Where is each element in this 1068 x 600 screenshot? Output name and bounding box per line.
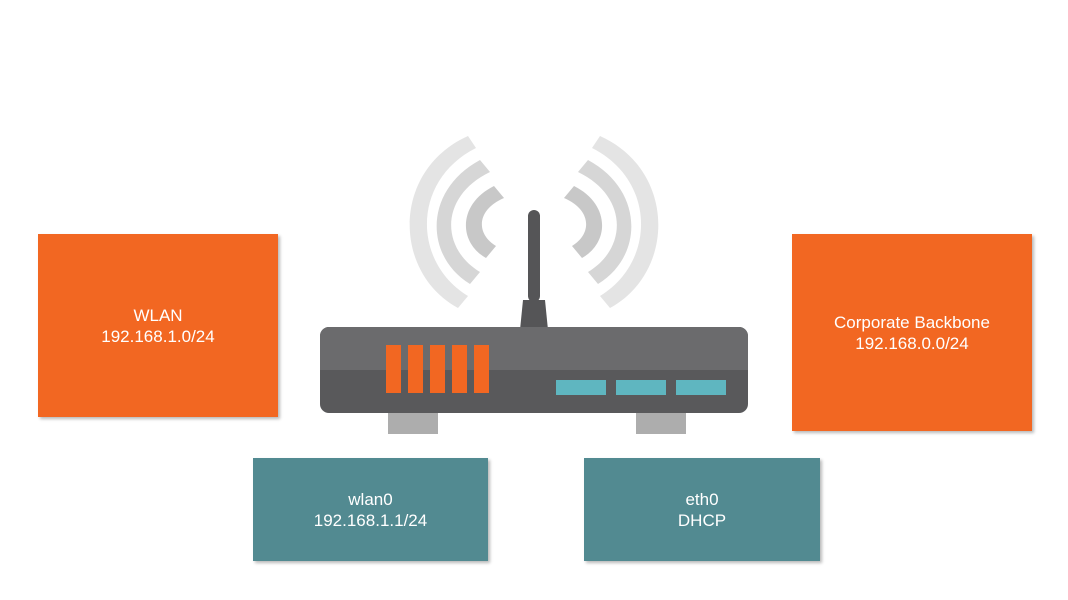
- router-body: [320, 327, 748, 413]
- router-leds: [386, 345, 489, 393]
- eth0-interface-address: DHCP: [677, 510, 727, 530]
- wifi-signal-left-icon: [409, 136, 504, 308]
- eth0-interface-name: eth0: [685, 489, 719, 509]
- wlan-network-subnet: 192.168.1.0/24: [101, 326, 215, 346]
- router-ports: [556, 380, 726, 395]
- eth0-interface-box: eth0 DHCP: [584, 458, 820, 561]
- router-antenna-icon: [520, 210, 548, 330]
- wlan0-interface-name: wlan0: [348, 489, 393, 509]
- backbone-network-box: Corporate Backbone 192.168.0.0/24: [792, 234, 1032, 431]
- wifi-signal-right-icon: [564, 136, 659, 308]
- backbone-network-subnet: 192.168.0.0/24: [855, 333, 969, 353]
- wlan-network-box: WLAN 192.168.1.0/24: [38, 234, 278, 417]
- backbone-network-name: Corporate Backbone: [834, 312, 990, 332]
- wlan-network-name: WLAN: [133, 305, 183, 325]
- wlan0-interface-box: wlan0 192.168.1.1/24: [253, 458, 488, 561]
- wlan0-interface-address: 192.168.1.1/24: [313, 510, 428, 530]
